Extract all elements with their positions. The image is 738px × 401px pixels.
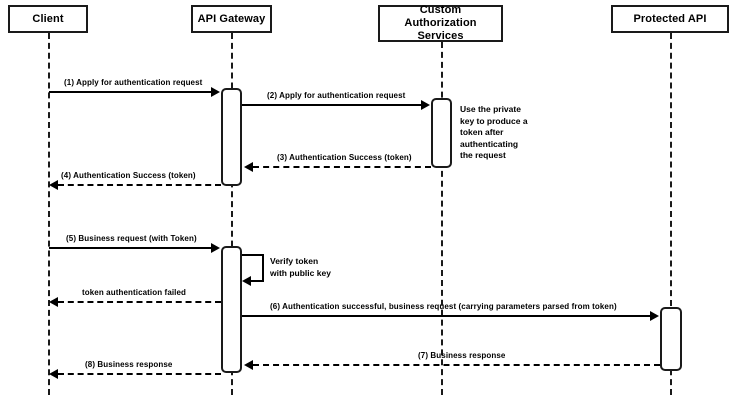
self-message-arrowhead — [242, 276, 251, 286]
message-4-label: (4) Authentication Success (token) — [61, 171, 196, 180]
activation-protected-api — [660, 307, 682, 371]
actor-custom-authorization-services[interactable]: Custom Authorization Services — [378, 4, 503, 42]
message-8-label: (8) Business response — [85, 360, 173, 369]
message-token-failed-arrowhead — [49, 297, 58, 307]
message-1-line — [49, 91, 212, 93]
message-6-label: (6) Authentication successful, business … — [270, 302, 617, 311]
note-private-key-line-5: the request — [460, 150, 506, 160]
message-5-line — [49, 247, 212, 249]
message-token-failed-line — [58, 301, 221, 303]
actor-client[interactable]: Client — [8, 5, 88, 33]
self-message-right-segment — [262, 254, 264, 280]
message-1-label: (1) Apply for authentication request — [64, 78, 203, 87]
note-verify-token-line-2: with public key — [270, 267, 331, 278]
message-3-arrowhead — [244, 162, 253, 172]
message-2-label: (2) Apply for authentication request — [267, 91, 406, 100]
note-verify-token: Verify token with public key — [270, 256, 340, 279]
note-private-key-line-3: token after — [460, 127, 504, 137]
message-2-arrowhead — [421, 100, 430, 110]
message-3-line — [253, 166, 431, 168]
message-3-label: (3) Authentication Success (token) — [277, 153, 412, 162]
self-message-bottom-segment — [251, 280, 264, 282]
activation-api-gateway-auth — [221, 88, 242, 186]
lifeline-client — [48, 33, 50, 395]
actor-protected-api-label: Protected API — [633, 12, 707, 25]
note-private-key: Use the private key to produce a token a… — [460, 104, 540, 162]
message-8-arrowhead — [49, 369, 58, 379]
actor-custom-authorization-services-label: Custom Authorization Services — [404, 4, 477, 42]
note-verify-token-line-1: Verify token — [270, 256, 319, 266]
message-7-line — [253, 364, 660, 366]
actor-protected-api[interactable]: Protected API — [611, 5, 729, 33]
message-7-arrowhead — [244, 360, 253, 370]
actor-api-gateway-label: API Gateway — [197, 12, 266, 25]
self-message-top-segment — [242, 254, 264, 256]
message-8-line — [58, 373, 221, 375]
message-token-failed-label: token authentication failed — [82, 288, 187, 297]
message-7-label: (7) Business response — [418, 351, 506, 360]
lifeline-api-gateway — [231, 33, 233, 395]
message-6-line — [242, 315, 651, 317]
actor-api-gateway[interactable]: API Gateway — [191, 5, 272, 33]
message-1-arrowhead — [211, 87, 220, 97]
lifeline-custom-authorization-services — [441, 42, 443, 395]
actor-client-label: Client — [32, 12, 64, 25]
message-5-label: (5) Business request (with Token) — [66, 234, 197, 243]
message-4-arrowhead — [49, 180, 58, 190]
note-private-key-line-4: authenticating — [460, 138, 519, 149]
message-6-arrowhead — [650, 311, 659, 321]
activation-api-gateway-business — [221, 246, 242, 373]
lifeline-protected-api — [670, 33, 672, 395]
message-4-line — [58, 184, 221, 186]
message-2-line — [242, 104, 422, 106]
activation-custom-authorization-services — [431, 98, 452, 168]
note-private-key-line-1: Use the private — [460, 104, 521, 114]
note-private-key-line-2: key to produce a — [460, 115, 528, 126]
message-5-arrowhead — [211, 243, 220, 253]
